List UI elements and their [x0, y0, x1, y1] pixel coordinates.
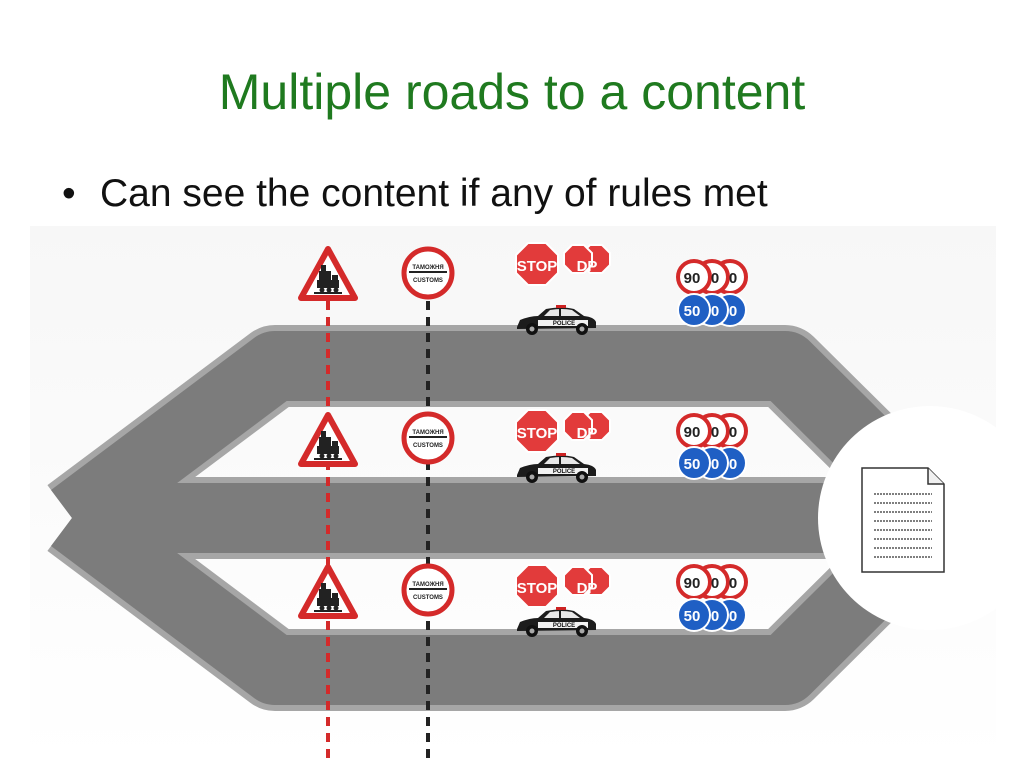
- svg-text:0: 0: [729, 303, 737, 320]
- svg-text:0: 0: [729, 456, 737, 473]
- svg-text:DP: DP: [577, 425, 598, 442]
- svg-text:0: 0: [729, 270, 737, 287]
- road-network: [47, 325, 917, 711]
- bullet-item: • Can see the content if any of rules met: [62, 166, 768, 222]
- top-road: [51, 331, 913, 547]
- svg-text:90: 90: [684, 575, 701, 592]
- slide-title: Multiple roads to a content: [218, 64, 806, 120]
- rules-row-middle: ТАМОЖНЯ CUSTOMS STOP DP 90 0 0 50 0 0 PO…: [301, 409, 748, 483]
- svg-text:50: 50: [684, 303, 701, 320]
- svg-text:0: 0: [729, 575, 737, 592]
- svg-text:90: 90: [684, 424, 701, 441]
- customs-sign-icon: ТАМОЖНЯ CUSTOMS: [401, 563, 455, 617]
- svg-text:0: 0: [711, 575, 719, 592]
- police-label: POLICE: [553, 469, 575, 475]
- document-icon: [861, 467, 945, 573]
- stop-sign-icon: STOP DP: [515, 242, 611, 286]
- red-white-posts: [326, 301, 430, 764]
- svg-text:0: 0: [729, 424, 737, 441]
- svg-text:0: 0: [711, 303, 719, 320]
- svg-text:STOP: STOP: [517, 580, 558, 597]
- police-label: POLICE: [553, 623, 575, 629]
- customs-sign-icon: ТАМОЖНЯ CUSTOMS: [401, 411, 455, 465]
- stop-sign-icon: STOP DP: [515, 564, 611, 608]
- svg-text:STOP: STOP: [517, 425, 558, 442]
- svg-text:CUSTOMS: CUSTOMS: [413, 443, 443, 449]
- speed-limit-icon: 90 0 0 50 0 0: [676, 413, 748, 480]
- svg-text:0: 0: [711, 270, 719, 287]
- bottom-road: [51, 489, 913, 705]
- svg-text:0: 0: [711, 456, 719, 473]
- svg-text:DP: DP: [577, 258, 598, 275]
- svg-text:ТАМОЖНЯ: ТАМОЖНЯ: [412, 430, 443, 436]
- svg-text:0: 0: [729, 608, 737, 625]
- svg-text:50: 50: [684, 456, 701, 473]
- speed-limit-icon: 90 0 0 50 0 0: [676, 564, 748, 632]
- svg-text:0: 0: [711, 608, 719, 625]
- svg-text:0: 0: [711, 424, 719, 441]
- svg-text:DP: DP: [577, 580, 598, 597]
- customs-sign-icon: ТАМОЖНЯ CUSTOMS: [401, 246, 455, 300]
- speed-limit-icon: 90 0 0 50 0 0: [676, 259, 748, 327]
- svg-text:STOP: STOP: [517, 258, 558, 275]
- svg-text:90: 90: [684, 270, 701, 287]
- svg-text:ТАМОЖНЯ: ТАМОЖНЯ: [412, 265, 443, 271]
- bullet-text: Can see the content if any of rules met: [100, 172, 768, 215]
- rules-row-bottom: ТАМОЖНЯ CUSTOMS STOP DP 90 0 0 50 0 0 PO…: [301, 563, 748, 637]
- svg-text:CUSTOMS: CUSTOMS: [413, 595, 443, 601]
- police-label: POLICE: [553, 321, 575, 327]
- svg-text:ТАМОЖНЯ: ТАМОЖНЯ: [412, 582, 443, 588]
- bullet-marker: •: [62, 172, 76, 215]
- rules-row-top: ТАМОЖНЯ CUSTOMS STOP DP 90 0 0 50 0 0 PO…: [301, 242, 748, 335]
- svg-text:50: 50: [684, 608, 701, 625]
- svg-text:CUSTOMS: CUSTOMS: [413, 278, 443, 284]
- stop-sign-icon: STOP DP: [515, 409, 611, 453]
- roads-diagram: ТАМОЖНЯ CUSTOMS STOP DP 90 0 0 50 0 0 PO…: [30, 226, 996, 764]
